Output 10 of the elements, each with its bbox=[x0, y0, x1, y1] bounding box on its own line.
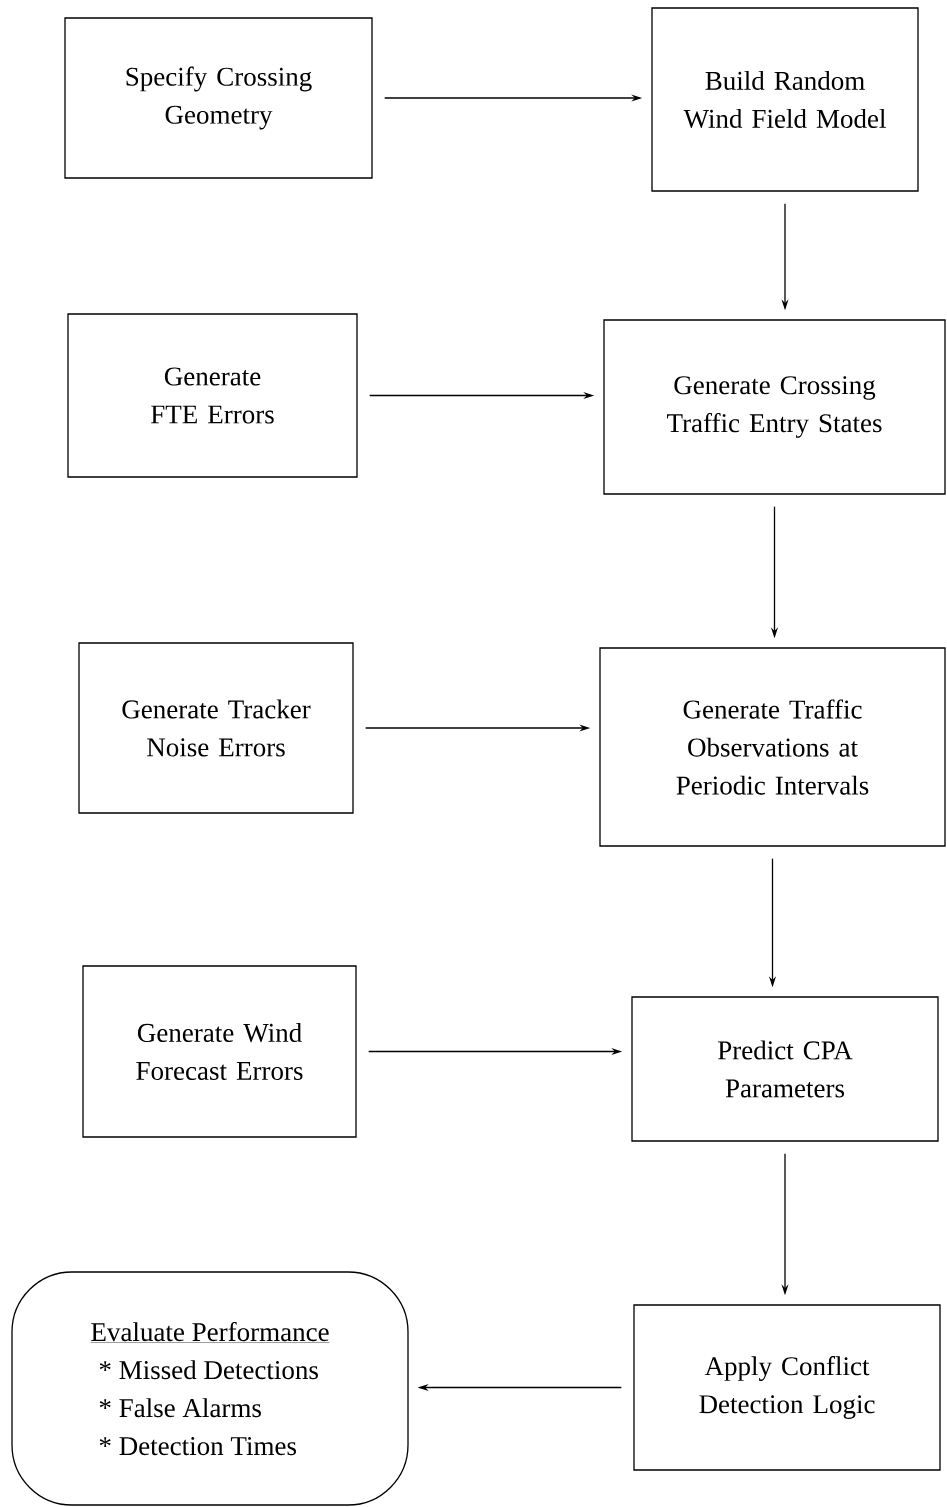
process-box: Generate Traffic Observations at Periodic Intervals bbox=[599, 647, 946, 847]
result-box: Evaluate Performance * Missed Detections * False Alarms * Detection Times bbox=[11, 1271, 409, 1506]
process-box: Predict CPA Parameters bbox=[631, 996, 939, 1142]
process-box: Generate FTE Errors bbox=[67, 313, 358, 478]
process-box: Generate Crossing Traffic Entry States bbox=[603, 319, 946, 495]
process-box: Build Random Wind Field Model bbox=[651, 7, 919, 192]
process-box: Generate Wind Forecast Errors bbox=[82, 965, 357, 1138]
process-box: Specify Crossing Geometry bbox=[64, 17, 373, 179]
process-box: Generate Tracker Noise Errors bbox=[78, 642, 354, 814]
process-box: Apply Conflict Detection Logic bbox=[633, 1304, 941, 1471]
